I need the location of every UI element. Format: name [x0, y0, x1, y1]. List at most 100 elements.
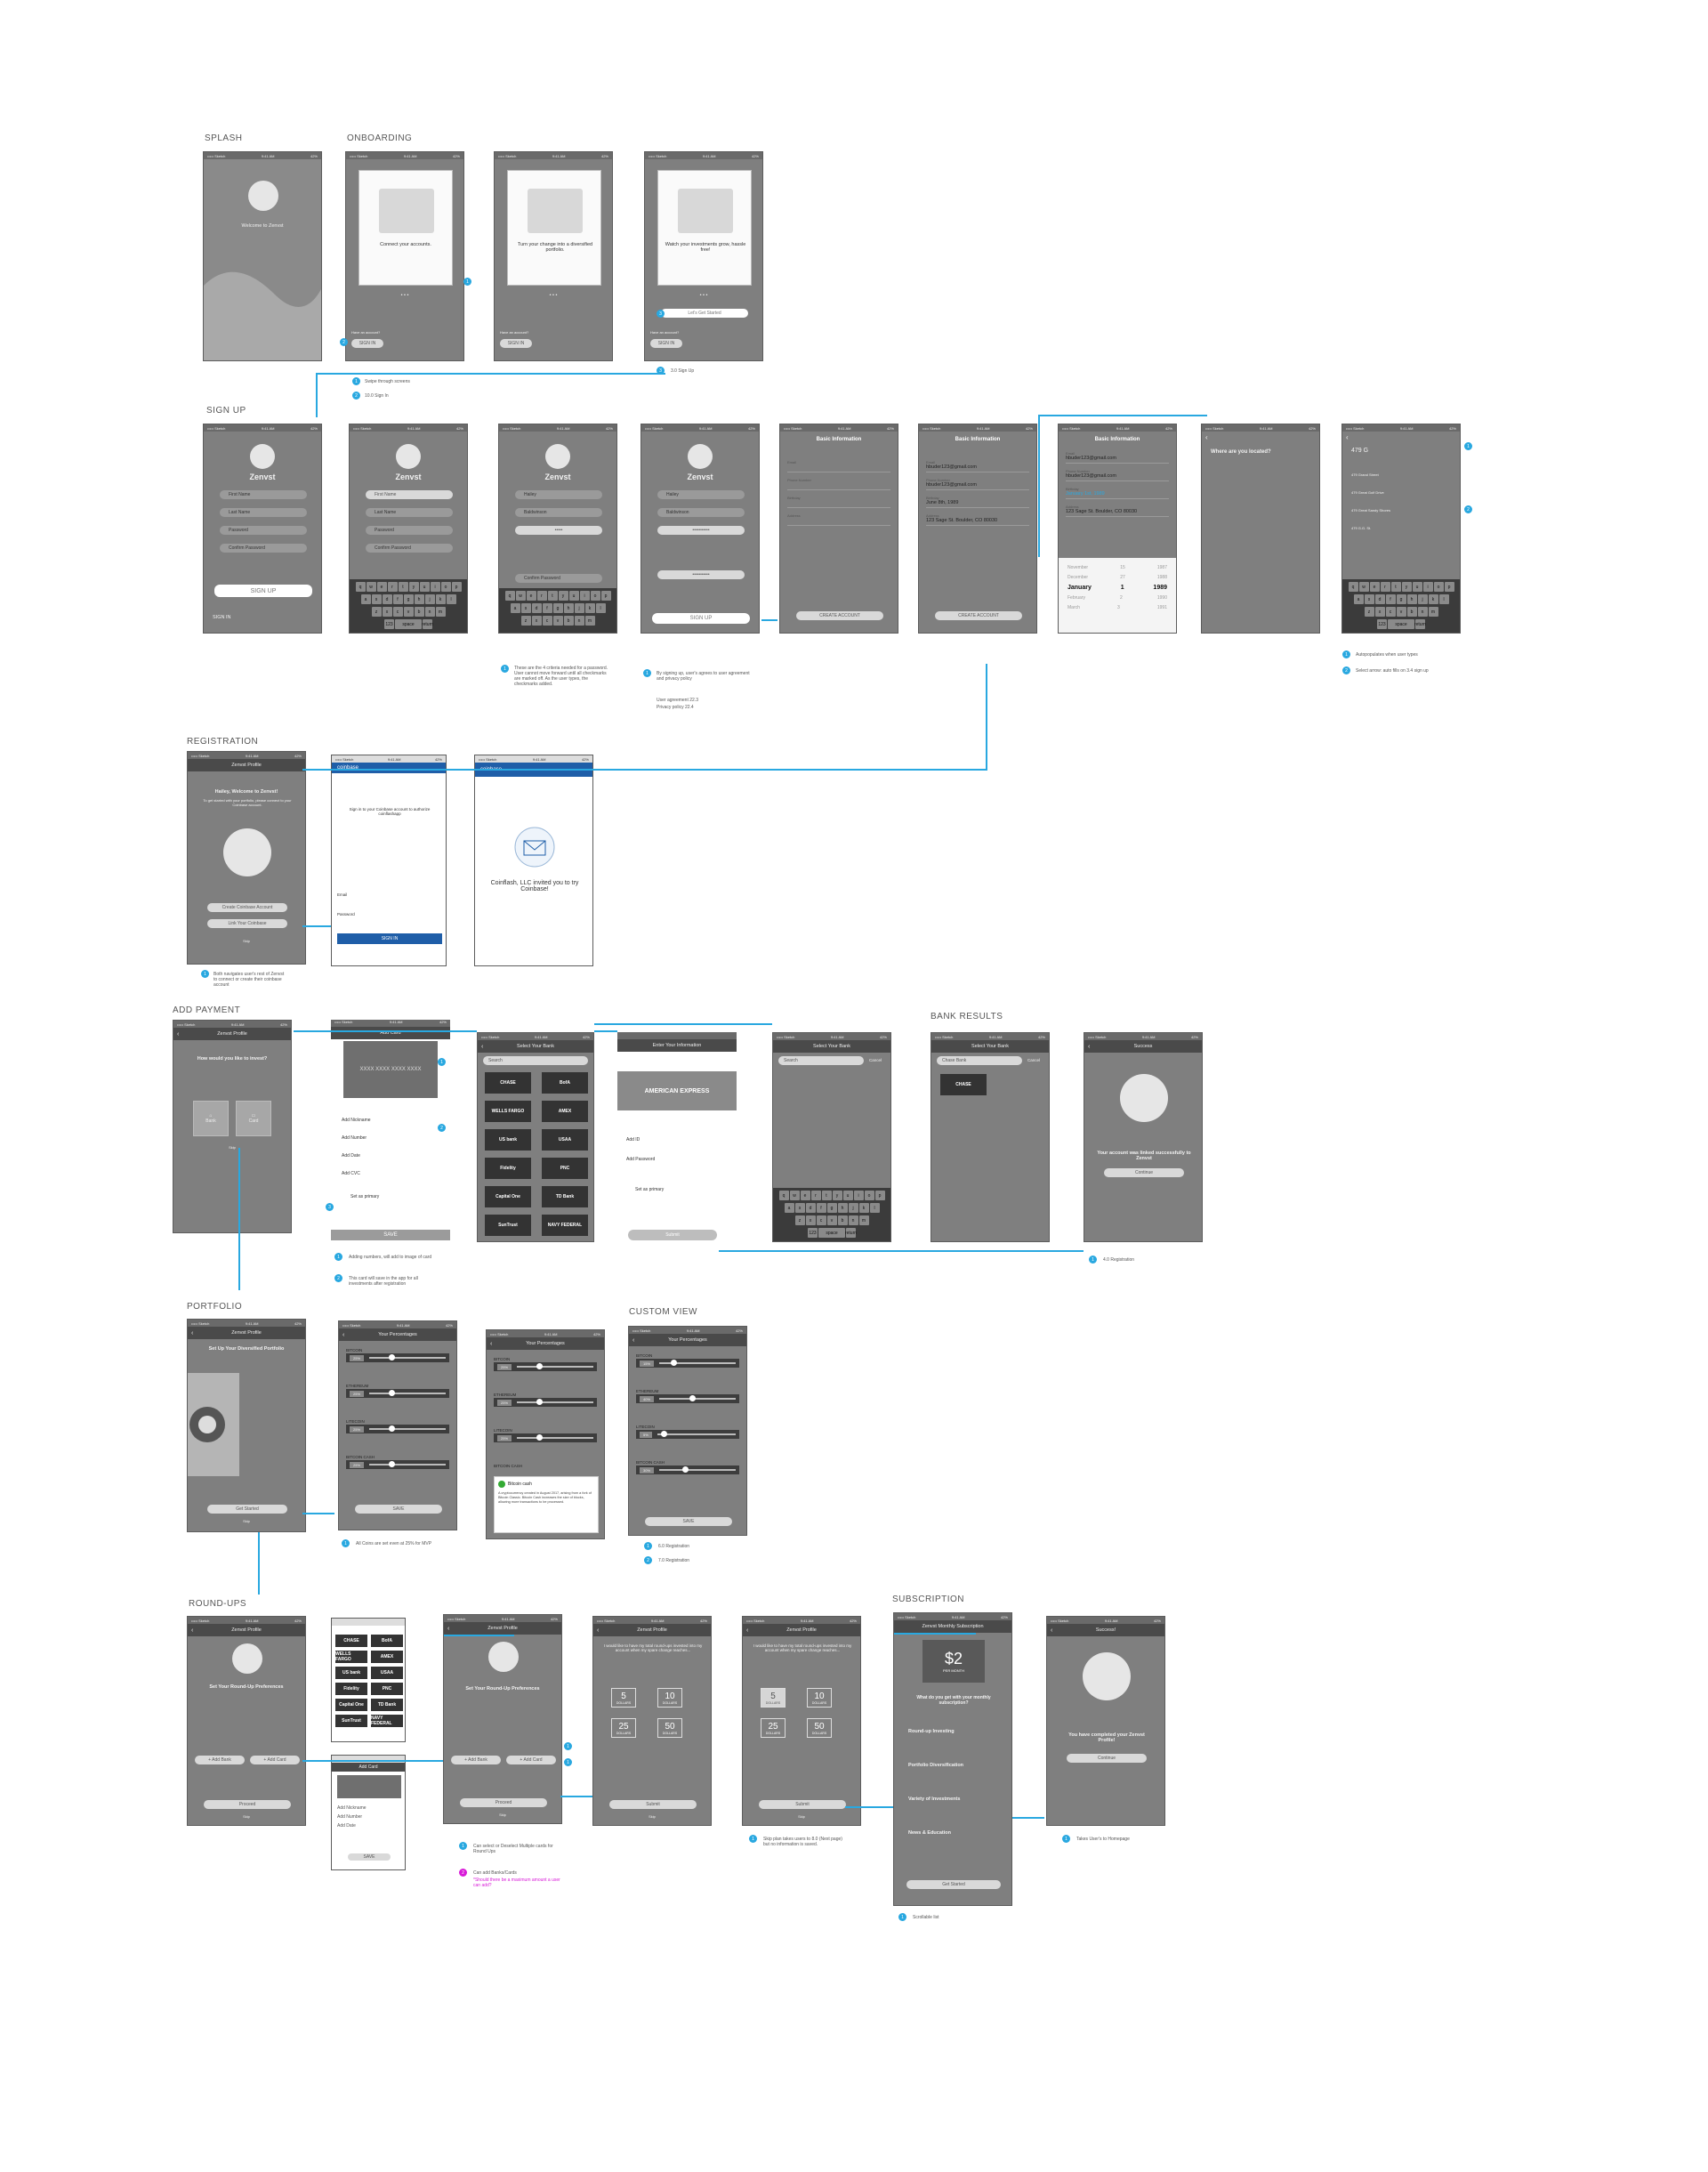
add-bank-button[interactable]: + Add Bank [195, 1756, 245, 1764]
bank-icon: ⌂ [209, 1113, 213, 1118]
card-icon: ▭ [251, 1113, 256, 1118]
step-marker-2: 2 [340, 338, 348, 346]
feature-1: Round-up Investing [908, 1729, 955, 1734]
section-portfolio: PORTFOLIO [187, 1302, 243, 1312]
note-privacy: Privacy policy 22.4 [657, 705, 694, 710]
bank-search[interactable]: Search [483, 1056, 588, 1065]
section-onboarding: ONBOARDING [347, 133, 413, 143]
add-card-button[interactable]: + Add Card [250, 1756, 300, 1764]
first-name-field[interactable]: First Name [220, 490, 307, 499]
save-custom-button[interactable]: SAVE [645, 1517, 732, 1526]
create-coinbase-button[interactable]: Create Coinbase Account [207, 903, 287, 912]
coin-info-card: Bitcoin cash A cryptocurrency created in… [494, 1476, 599, 1533]
section-subscription: SUBSCRIPTION [892, 1595, 965, 1604]
section-roundups: ROUND-UPS [189, 1599, 247, 1609]
chase-result[interactable]: CHASE [940, 1074, 987, 1095]
create-account-button[interactable]: CREATE ACCOUNT [935, 611, 1022, 620]
onboarding-card: Connect your accounts. [359, 170, 453, 286]
section-signup: SIGN UP [206, 406, 246, 416]
get-started-button[interactable]: Get Started [207, 1505, 287, 1514]
location-result[interactable]: 479 Grand Street [1351, 472, 1379, 477]
step-marker-3: 3 [657, 310, 665, 318]
password-field[interactable]: Password [220, 526, 307, 535]
feature-2: Portfolio Diversification [908, 1763, 964, 1768]
sign-up-button[interactable]: SIGN UP [652, 613, 750, 624]
enter-bank-info: Enter Your Information AMERICAN EXPRESS … [617, 1032, 737, 1246]
submit-bank-button[interactable]: Submit [628, 1230, 717, 1240]
save-percentages-button[interactable]: SAVE [355, 1505, 442, 1514]
subscription-get-started[interactable]: Get Started [906, 1880, 1001, 1889]
confirm-password-field[interactable]: Confirm Password [220, 544, 307, 553]
section-custom-view: CUSTOM VIEW [629, 1307, 697, 1317]
proceed-button[interactable]: Proceed [204, 1800, 291, 1809]
note-swipe: Swipe through screens [365, 379, 410, 384]
note-password-criteria: These are the 4 criteria needed for a pa… [514, 666, 608, 687]
location-search[interactable]: 479 G [1351, 448, 1369, 454]
note-card-save: This card will save in the app for all i… [349, 1276, 418, 1287]
card-option[interactable]: ▭Card [236, 1101, 271, 1136]
coinbase-sign-in-button[interactable]: SIGN IN [337, 933, 442, 944]
wave-graphic [204, 271, 321, 360]
location-result[interactable]: 479 G.G. St. [1351, 526, 1372, 530]
sign-in-button[interactable]: SIGN IN [500, 339, 532, 348]
amex-logo: AMERICAN EXPRESS [617, 1071, 737, 1110]
lets-get-started-button[interactable]: Let's Get Started [661, 309, 748, 318]
location-result[interactable]: 479 Great Sandy Shores [1351, 508, 1391, 513]
sign-up-button[interactable]: SIGN UP [214, 585, 312, 597]
note-signup: 3.0 Sign Up [671, 368, 695, 374]
feature-3: Variety of Investments [908, 1797, 961, 1802]
logo-text: Zenvst [249, 472, 276, 481]
step-marker-1: 1 [463, 278, 471, 286]
note-signin: 10.0 Sign In [365, 393, 389, 399]
sign-in-link[interactable]: SIGN IN [213, 615, 231, 620]
section-bank-results: BANK RESULTS [931, 1012, 1003, 1021]
feature-4: News & Education [908, 1830, 951, 1836]
note-user-agreement: User agreement 22.3 [657, 698, 698, 703]
final-continue-button[interactable]: Continue [1067, 1754, 1147, 1763]
continue-button[interactable]: Continue [1104, 1168, 1184, 1177]
bank-option[interactable]: ⌂Bank [193, 1101, 229, 1136]
link-coinbase-button[interactable]: Link Your Coinbase [207, 919, 287, 928]
sign-in-button[interactable]: SIGN IN [650, 339, 682, 348]
last-name-field[interactable]: Last Name [220, 508, 307, 517]
price-badge: $2 PER MONTH [922, 1640, 985, 1683]
first-name-field[interactable]: First Name [366, 490, 453, 499]
sign-in-button[interactable]: SIGN IN [351, 339, 383, 348]
location-result[interactable]: 479 Great Golf Drive [1351, 490, 1384, 495]
create-account-button[interactable]: CREATE ACCOUNT [796, 611, 883, 620]
note-coinbase: Both navigates user's rest of Zenvst to … [214, 972, 285, 988]
submit-amount-button[interactable]: Submit [609, 1800, 697, 1809]
save-card-button[interactable]: SAVE [331, 1230, 450, 1240]
location-question: Where are you located? [1211, 449, 1271, 455]
password-field-active[interactable]: ••••• [515, 526, 602, 535]
page-dots: • • • [400, 293, 409, 298]
note-adding-numbers: Adding numbers, will add to image of car… [349, 1255, 432, 1260]
